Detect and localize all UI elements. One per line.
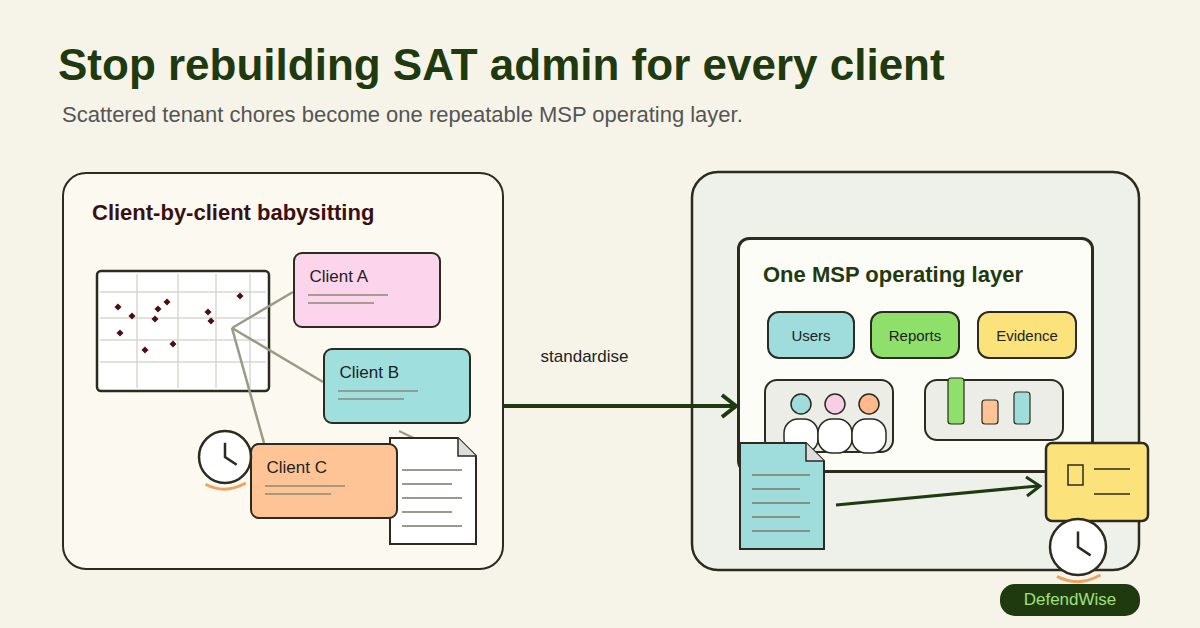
- map-dot: [207, 317, 214, 324]
- document-line: [402, 469, 462, 471]
- page-title: Stop rebuilding SAT admin for every clie…: [58, 40, 945, 90]
- map-grid: [100, 339, 266, 341]
- chart-bar: [1014, 392, 1030, 424]
- map-grid: [100, 361, 266, 363]
- scribble-line: [338, 398, 404, 400]
- map-dot: [116, 329, 123, 336]
- scribble-line: [308, 294, 388, 296]
- map-dot: [163, 298, 170, 305]
- outer-panel: [692, 172, 1139, 570]
- module-pill: Reports: [870, 311, 960, 359]
- document-icon: [740, 443, 824, 549]
- document-line: [752, 474, 810, 476]
- map-dot: [128, 312, 135, 319]
- document-fold: [458, 438, 476, 456]
- document-line: [402, 483, 452, 485]
- scribble-line: [265, 493, 331, 495]
- module-pill: Evidence: [977, 311, 1077, 359]
- scribble-line: [265, 485, 345, 487]
- box-label: Evidence: [996, 327, 1058, 344]
- illustration-group: [338, 391, 418, 399]
- map-dot: [236, 292, 243, 299]
- person-body: [818, 419, 852, 453]
- scatter-map: [97, 271, 269, 391]
- chart-bar: [948, 378, 964, 424]
- map-grid: [215, 274, 217, 388]
- clock-face: [1050, 519, 1106, 575]
- document-line: [402, 525, 462, 527]
- map-grid: [136, 274, 138, 388]
- illustration-group: [740, 378, 1148, 582]
- map-grid: [100, 317, 266, 319]
- connector-line: [504, 404, 735, 408]
- scribble-line: [308, 302, 374, 304]
- illustration-group: [199, 431, 345, 494]
- connector-label: standardise: [538, 347, 632, 367]
- map-dot: [169, 340, 176, 347]
- client-card: Client B: [323, 348, 471, 424]
- person-head: [825, 394, 845, 414]
- page-caption: Scattered tenant chores become one repea…: [62, 102, 743, 128]
- document-line: [752, 488, 800, 490]
- map-dot: [204, 308, 211, 315]
- clock-hands: [225, 443, 237, 465]
- document-icon: [390, 438, 476, 544]
- scribble-line: [338, 390, 418, 392]
- client-card: Client C: [250, 443, 398, 519]
- client-card: Client A: [293, 252, 441, 328]
- flow-connector: [504, 395, 736, 417]
- person-body: [784, 419, 818, 453]
- chart-bar: [982, 400, 998, 424]
- map-dot: [114, 303, 121, 310]
- card-line: [1094, 468, 1130, 470]
- map-dot: [151, 315, 158, 322]
- document-line: [752, 530, 810, 532]
- module-pill: Users: [767, 311, 855, 359]
- person-body: [852, 419, 886, 453]
- map-dot: [141, 346, 148, 353]
- box-heading: Client C: [267, 458, 327, 478]
- map-grid: [249, 274, 251, 388]
- illustration-group: [308, 295, 388, 303]
- document-line: [752, 516, 800, 518]
- clock-arc: [1057, 575, 1100, 582]
- clock-face: [199, 431, 251, 483]
- box-label: Users: [791, 327, 830, 344]
- box-label: DefendWise: [1024, 590, 1117, 610]
- chart-widget: [925, 380, 1063, 440]
- box-heading: Client A: [310, 267, 369, 287]
- person-head: [859, 394, 879, 414]
- flow-arrowhead: [1026, 477, 1040, 496]
- clock-hands: [1078, 532, 1091, 556]
- card-icon: [1068, 465, 1083, 485]
- connector-arrowhead: [722, 395, 736, 417]
- map-grid: [177, 274, 179, 388]
- clock-arc: [206, 483, 246, 489]
- box-heading: Client B: [340, 363, 400, 383]
- box-heading: Client-by-client babysitting: [92, 200, 374, 226]
- flow-arrow: [836, 486, 1038, 505]
- brand-badge: DefendWise: [1000, 584, 1140, 616]
- people-widget: [765, 380, 893, 452]
- card-line: [1094, 493, 1130, 495]
- document-line: [402, 497, 462, 499]
- leader-line: [232, 328, 264, 443]
- leader-line: [232, 328, 323, 382]
- evidence-card: [1046, 443, 1148, 521]
- map-grid: [100, 291, 266, 293]
- layer-box: One MSP operating layerUsers Reports Evide…: [737, 237, 1094, 473]
- document-line: [752, 502, 810, 504]
- leader-line: [232, 292, 293, 328]
- person-head: [791, 394, 811, 414]
- box-heading: One MSP operating layer: [763, 262, 1023, 288]
- panel-box: Client-by-client babysittingClient A Clie…: [62, 172, 504, 570]
- box-label: Reports: [889, 327, 942, 344]
- map-dot: [154, 305, 161, 312]
- document-line: [402, 511, 452, 513]
- leader-line: [399, 431, 424, 443]
- document-fold: [806, 443, 824, 461]
